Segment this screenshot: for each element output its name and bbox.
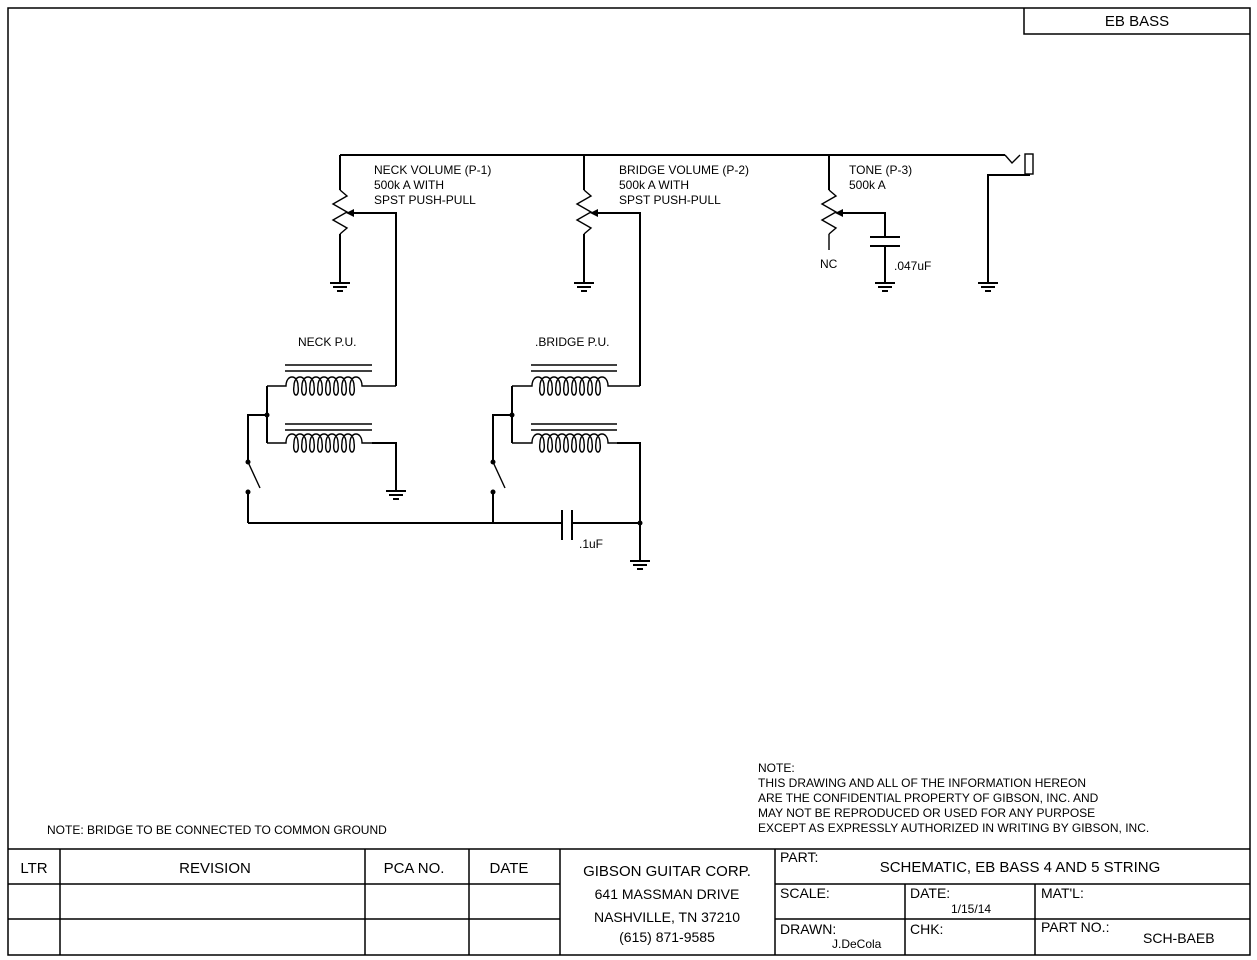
neck-push-pull-switch <box>245 459 261 523</box>
company-address-line1: 641 MASSMAN DRIVE <box>595 886 740 902</box>
revision-header-pca-no: PCA NO. <box>384 860 445 877</box>
chk-label: CHK: <box>910 921 943 937</box>
date-value: 1/15/14 <box>951 902 991 916</box>
confidential-note-line: MAY NOT BE REPRODUCED OR USED FOR ANY PU… <box>758 806 1095 820</box>
company-address-line2: NASHVILLE, TN 37210 <box>594 909 740 925</box>
tone-title: TONE (P-3) <box>849 163 912 177</box>
ground-note: NOTE: BRIDGE TO BE CONNECTED TO COMMON G… <box>47 823 387 837</box>
part-label: PART: <box>780 849 818 865</box>
confidential-note-line: THIS DRAWING AND ALL OF THE INFORMATION … <box>758 776 1086 790</box>
ground-symbol <box>630 560 650 570</box>
bridge-pickup-link-wire <box>492 386 515 462</box>
revision-header-date: DATE <box>490 860 529 877</box>
neck-volume-value: 500k A WITH <box>374 178 444 192</box>
model-label: EB BASS <box>1105 13 1169 30</box>
model-tag: EB BASS <box>1023 8 1250 35</box>
bridge-volume-title: BRIDGE VOLUME (P-2) <box>619 163 749 177</box>
ground-symbol <box>875 282 895 292</box>
bridge-volume-pot <box>575 155 641 386</box>
neck-pickup-coil-top <box>267 364 396 396</box>
matl-label: MAT'L: <box>1041 885 1084 901</box>
bridge-volume-switch: SPST PUSH-PULL <box>619 193 721 207</box>
bridge-volume-value: 500k A WITH <box>619 178 689 192</box>
drawn-value: J.DeCola <box>832 937 882 951</box>
date-label: DATE: <box>910 885 950 901</box>
part-no-label: PART NO.: <box>1041 919 1109 935</box>
series-cap-label: .1uF <box>579 537 603 551</box>
tone-value: 500k A <box>849 178 886 192</box>
neck-pickup-label: NECK P.U. <box>298 335 356 349</box>
neck-volume-switch: SPST PUSH-PULL <box>374 193 476 207</box>
title-block <box>8 848 1250 955</box>
tone-nc-label: NC <box>820 257 838 271</box>
confidential-note-line: ARE THE CONFIDENTIAL PROPERTY OF GIBSON,… <box>758 791 1099 805</box>
tone-cap-label: .047uF <box>894 259 931 273</box>
confidential-note: NOTE: THIS DRAWING AND ALL OF THE INFORM… <box>758 761 1149 835</box>
neck-volume-title: NECK VOLUME (P-1) <box>374 163 491 177</box>
series-capacitor <box>248 510 643 540</box>
confidential-note-line: EXCEPT AS EXPRESSLY AUTHORIZED IN WRITIN… <box>758 821 1149 835</box>
company-phone: (615) 871-9585 <box>619 929 715 945</box>
scale-label: SCALE: <box>780 885 830 901</box>
revision-header-ltr: LTR <box>20 860 47 877</box>
ground-symbol <box>386 490 406 500</box>
ground-symbol <box>574 282 594 292</box>
company-name: GIBSON GUITAR CORP. <box>583 863 751 880</box>
drawing-frame <box>7 7 1251 956</box>
confidential-note-heading: NOTE: <box>758 761 795 775</box>
bridge-push-pull-switch <box>490 459 506 523</box>
neck-pickup-link-wire <box>247 386 270 462</box>
part-value: SCHEMATIC, EB BASS 4 AND 5 STRING <box>880 859 1161 876</box>
tone-pot <box>820 155 886 250</box>
output-jack <box>987 153 1034 282</box>
bridge-pickup-coil-bottom <box>512 423 641 560</box>
neck-volume-pot <box>331 155 397 386</box>
tone-capacitor <box>870 236 900 282</box>
ground-symbol <box>330 282 350 292</box>
drawn-label: DRAWN: <box>780 921 836 937</box>
part-no-value: SCH-BAEB <box>1143 930 1215 946</box>
neck-pickup-coil-bottom <box>267 423 397 490</box>
ground-symbol <box>978 282 998 292</box>
bridge-pickup-label: .BRIDGE P.U. <box>535 335 609 349</box>
bridge-pickup-coil-top <box>512 364 640 396</box>
revision-header-revision: REVISION <box>179 860 251 877</box>
